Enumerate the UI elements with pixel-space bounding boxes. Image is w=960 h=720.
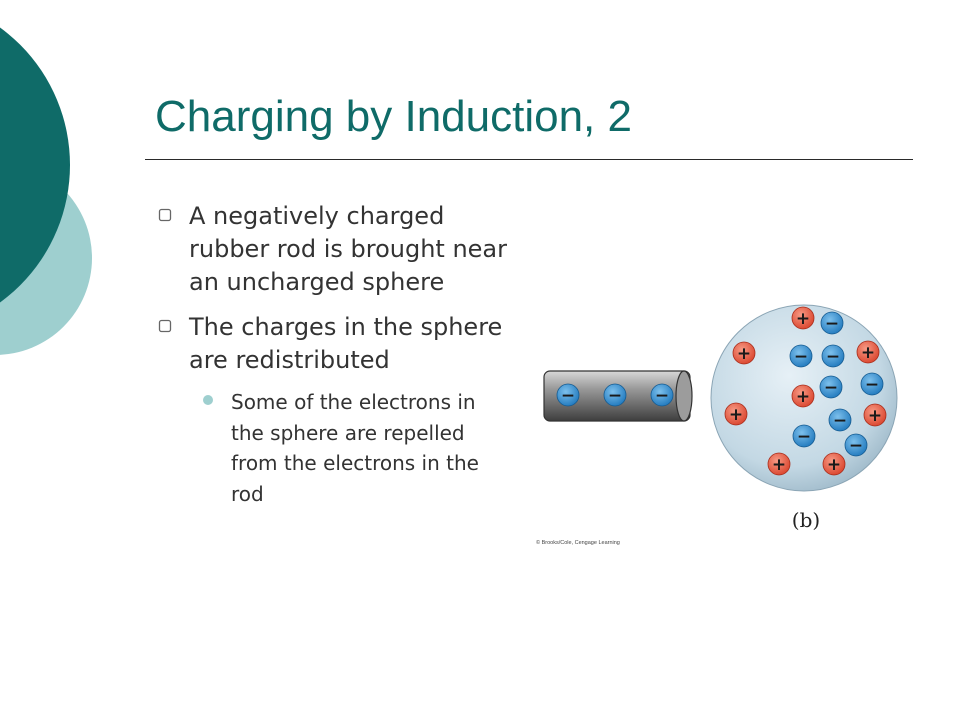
- negative-charge: −: [844, 433, 868, 457]
- charge-symbol: −: [826, 347, 840, 367]
- positive-charge: +: [791, 306, 815, 330]
- sub-bullet-text: Some of the electrons in the sphere are …: [231, 390, 479, 506]
- charge-symbol: +: [868, 406, 882, 426]
- title-divider: [145, 159, 913, 160]
- negative-charge: −: [789, 344, 813, 368]
- negative-charge: −: [792, 424, 816, 448]
- bullet-item: The charges in the sphere are redistribu…: [158, 311, 508, 377]
- charge-symbol: +: [772, 455, 786, 475]
- bullet-list: A negatively charged rubber rod is broug…: [158, 200, 508, 509]
- figure-panel-label: (b): [792, 508, 820, 532]
- induction-figure: −−− ++++++++−−−−−−−− (b) © Brooks/Cole, …: [536, 288, 906, 548]
- charge-symbol: +: [729, 405, 743, 425]
- hollow-square-icon: [158, 208, 172, 222]
- dot-icon: [203, 395, 213, 405]
- charge-symbol: +: [737, 344, 751, 364]
- charge-symbol: −: [608, 386, 622, 406]
- charge-symbol: −: [824, 378, 838, 398]
- figure-credit: © Brooks/Cole, Cengage Learning: [536, 539, 620, 546]
- charge-symbol: +: [827, 455, 841, 475]
- bullet-item: A negatively charged rubber rod is broug…: [158, 200, 508, 299]
- positive-charge: +: [856, 340, 880, 364]
- page-title: Charging by Induction, 2: [155, 92, 632, 141]
- negative-charge: −: [819, 375, 843, 399]
- positive-charge: +: [822, 452, 846, 476]
- charge-symbol: −: [794, 347, 808, 367]
- charge-symbol: −: [655, 386, 669, 406]
- negative-charge: −: [821, 344, 845, 368]
- positive-charge: +: [863, 403, 887, 427]
- negative-charge: −: [603, 383, 627, 407]
- charge-symbol: −: [865, 375, 879, 395]
- charge-symbol: +: [796, 387, 810, 407]
- rod-end: [675, 370, 693, 422]
- charge-symbol: −: [849, 436, 863, 456]
- sub-bullet-item: Some of the electrons in the sphere are …: [158, 387, 508, 509]
- positive-charge: +: [724, 402, 748, 426]
- positive-charge: +: [767, 452, 791, 476]
- negative-charge: −: [650, 383, 674, 407]
- positive-charge: +: [791, 384, 815, 408]
- decorative-circles: [0, 0, 130, 720]
- positive-charge: +: [732, 341, 756, 365]
- charge-symbol: +: [796, 309, 810, 329]
- hollow-square-icon: [158, 319, 172, 333]
- charge-symbol: −: [561, 386, 575, 406]
- decor-circle-dark: [0, 27, 70, 303]
- bullet-text: A negatively charged rubber rod is broug…: [189, 202, 507, 296]
- bullet-text: The charges in the sphere are redistribu…: [189, 313, 503, 374]
- charge-symbol: −: [825, 314, 839, 334]
- negative-charge: −: [556, 383, 580, 407]
- charge-symbol: −: [797, 427, 811, 447]
- negative-charge: −: [860, 372, 884, 396]
- charge-symbol: +: [861, 343, 875, 363]
- negative-charge: −: [820, 311, 844, 335]
- negative-charge: −: [828, 408, 852, 432]
- charge-symbol: −: [833, 411, 847, 431]
